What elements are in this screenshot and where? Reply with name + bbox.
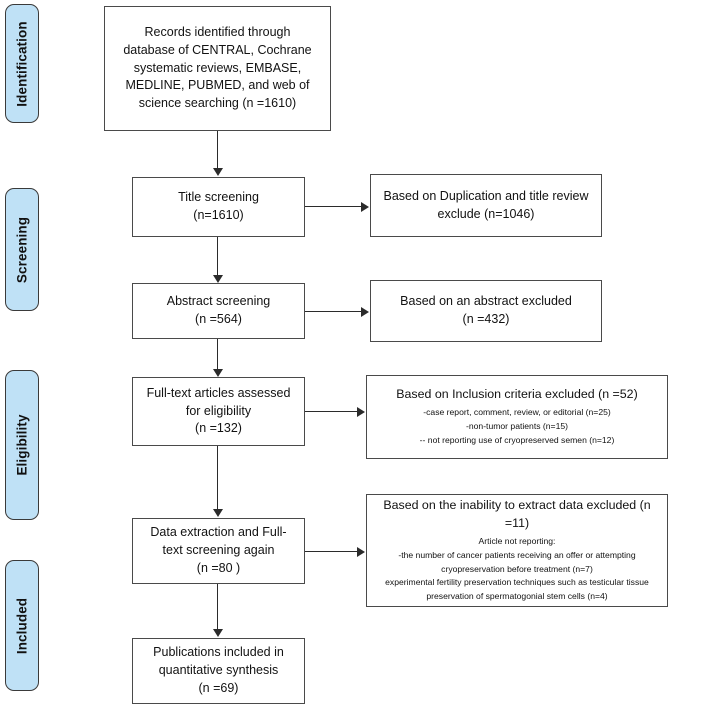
box-line: Records identified through [144, 25, 291, 40]
arrowhead-extraction-to-publications [213, 629, 223, 637]
box-line: exclude (n=1046) [437, 206, 535, 221]
connector-extraction-to-publications [217, 584, 219, 630]
stage-pill-screening: Screening [5, 188, 39, 311]
connector-title-to-abstract [217, 237, 219, 276]
box-detail-line: experimental fertility preservation tech… [385, 577, 649, 588]
box-line: Publications included in [153, 645, 284, 660]
box-records-identified: Records identified through database of C… [104, 6, 331, 131]
box-line: systematic reviews, EMBASE, [133, 60, 302, 75]
arrowhead-abstract-to-fulltext [213, 369, 223, 377]
connector-abstract-to-fulltext [217, 339, 219, 371]
box-abstract-screening: Abstract screening (n =564) [132, 283, 305, 339]
box-detail-line: cryopreservation before treatment (n=7) [441, 563, 593, 574]
box-heading: Based on the inability to extract data e… [383, 497, 651, 530]
box-line: text screening again [162, 543, 275, 558]
stage-label-eligibility: Eligibility [14, 414, 30, 476]
box-line: (n =80 ) [196, 560, 241, 575]
box-extraction-excluded: Based on the inability to extract data e… [366, 494, 668, 607]
arrowhead-extraction-to-excluded [357, 547, 365, 557]
stage-label-screening: Screening [14, 216, 30, 283]
arrowhead-records-to-title [213, 168, 223, 176]
box-line: Title screening [178, 190, 259, 205]
box-line: Based on an abstract excluded [400, 294, 572, 309]
box-line: Full-text articles assessed [146, 385, 291, 400]
box-line: (n =69) [198, 680, 239, 695]
connector-fulltext-to-extraction [217, 446, 219, 510]
box-line: Based on Duplication and title review [383, 188, 589, 203]
box-line: database of CENTRAL, Cochrane [123, 42, 312, 57]
stage-label-included: Included [14, 597, 30, 654]
box-line: for eligibility [185, 403, 252, 418]
box-line: MEDLINE, PUBMED, and web of [125, 78, 310, 93]
stage-pill-identification: Identification [5, 4, 39, 123]
connector-abstract-to-excluded [305, 311, 362, 313]
connector-fulltext-to-excluded [305, 411, 358, 413]
arrowhead-title-to-abstract [213, 275, 223, 283]
box-detail-line: preservation of spermatogonial stem cell… [426, 591, 608, 602]
box-line: Data extraction and Full- [150, 525, 287, 540]
box-line: (n =132) [195, 421, 242, 436]
box-publications-included: Publications included in quantitative sy… [132, 638, 305, 704]
box-fulltext-assessed: Full-text articles assessed for eligibil… [132, 377, 305, 446]
connector-records-to-title [217, 131, 219, 169]
arrowhead-abstract-to-excluded [361, 307, 369, 317]
box-detail-line: Article not reporting: [478, 535, 556, 546]
box-line: (n =564) [195, 312, 242, 326]
stage-label-identification: Identification [14, 20, 30, 107]
box-line: (n=1610) [193, 208, 244, 222]
box-title-screening: Title screening (n=1610) [132, 177, 305, 237]
box-data-extraction: Data extraction and Full- text screening… [132, 518, 305, 584]
box-detail-line: -the number of cancer patients receiving… [398, 549, 636, 560]
stage-pill-eligibility: Eligibility [5, 370, 39, 520]
connector-extraction-to-excluded [305, 551, 358, 553]
box-detail-line: -case report, comment, review, or editor… [423, 407, 611, 418]
arrowhead-fulltext-to-excluded [357, 407, 365, 417]
box-abstract-excluded: Based on an abstract excluded (n =432) [370, 280, 602, 342]
box-line: Abstract screening [166, 294, 271, 309]
box-line: quantitative synthesis [158, 663, 279, 678]
box-detail-line: -non-tumor patients (n=15) [466, 421, 568, 432]
box-line: science searching (n =1610) [138, 96, 297, 111]
connector-title-to-excluded [305, 206, 362, 208]
arrowhead-title-to-excluded [361, 202, 369, 212]
box-line: (n =432) [462, 312, 510, 326]
box-detail-line: -- not reporting use of cryopreserved se… [419, 434, 615, 445]
box-title-excluded: Based on Duplication and title review ex… [370, 174, 602, 237]
arrowhead-fulltext-to-extraction [213, 509, 223, 517]
box-heading: Based on Inclusion criteria excluded (n … [396, 387, 638, 402]
stage-pill-included: Included [5, 560, 39, 691]
box-inclusion-criteria-excluded: Based on Inclusion criteria excluded (n … [366, 375, 668, 459]
